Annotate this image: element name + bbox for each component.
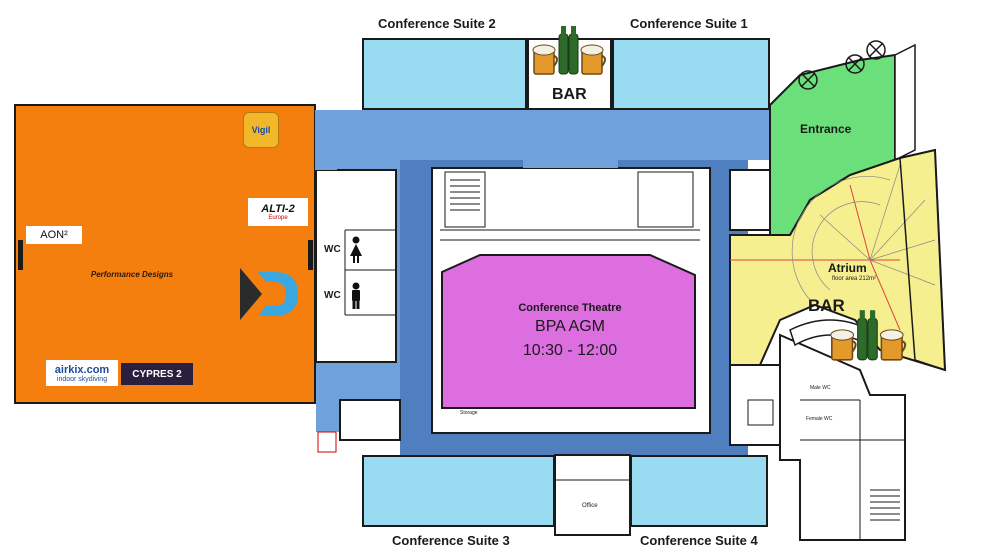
wc-lower-label: WC (324, 290, 341, 301)
top-bar-label: BAR (552, 86, 587, 103)
performance-designs-logo: Performance Designs (82, 262, 182, 286)
beer-icon (532, 26, 606, 75)
vigil-logo-text: Vigil (251, 125, 271, 135)
conference-suite-3-room (362, 455, 555, 527)
exhibition-hall (14, 104, 316, 404)
wc-upper-label: WC (324, 244, 341, 255)
entrance-label: Entrance (800, 122, 852, 136)
alti2-logo: ALTI-2 Europe (248, 198, 308, 226)
female-person-icon (350, 236, 362, 263)
airkix-logo: airkix.com indoor skydiving (46, 360, 118, 386)
beer-icon (830, 310, 907, 361)
conference-suite-4-room (630, 455, 768, 527)
airkix-logo-sub: indoor skydiving (56, 375, 108, 383)
conference-suite-2-label: Conference Suite 2 (378, 16, 496, 31)
alti2-logo-text: ALTI-2 (261, 203, 295, 215)
conference-suite-4-label: Conference Suite 4 (640, 533, 758, 548)
aon2-logo-text: AON² (40, 229, 68, 241)
atrium-area-label: floor area 212m² (832, 276, 877, 282)
airkix-logo-text: airkix.com (54, 363, 110, 376)
theatre-event: BPA AGM (535, 318, 605, 335)
cypres-logo: CYPRES 2 (121, 363, 193, 385)
storage-label: Storage (460, 410, 478, 416)
male-wc-label: Male WC (810, 385, 831, 391)
office-label: Office (582, 503, 598, 509)
theatre-time: 10:30 - 12:00 (522, 342, 618, 359)
theatre-name: Conference Theatre (518, 302, 622, 314)
alti2-logo-sub: Europe (268, 215, 288, 221)
conference-suite-1-room (612, 38, 770, 110)
performance-designs-logo-text: Performance Designs (90, 269, 174, 279)
cypres-logo-text: CYPRES 2 (132, 368, 182, 380)
female-wc-label: Female WC (806, 416, 833, 422)
conference-suite-1-label: Conference Suite 1 (630, 16, 748, 31)
atrium-label: Atrium (828, 261, 867, 275)
aon2-logo: AON² (26, 226, 82, 244)
atrium-bar-label: BAR (808, 296, 845, 315)
male-person-icon (352, 282, 360, 309)
d-brand-logo (240, 268, 298, 320)
conference-suite-2-room (362, 38, 527, 110)
vigil-logo: Vigil (243, 112, 279, 148)
conference-suite-3-label: Conference Suite 3 (392, 533, 510, 548)
